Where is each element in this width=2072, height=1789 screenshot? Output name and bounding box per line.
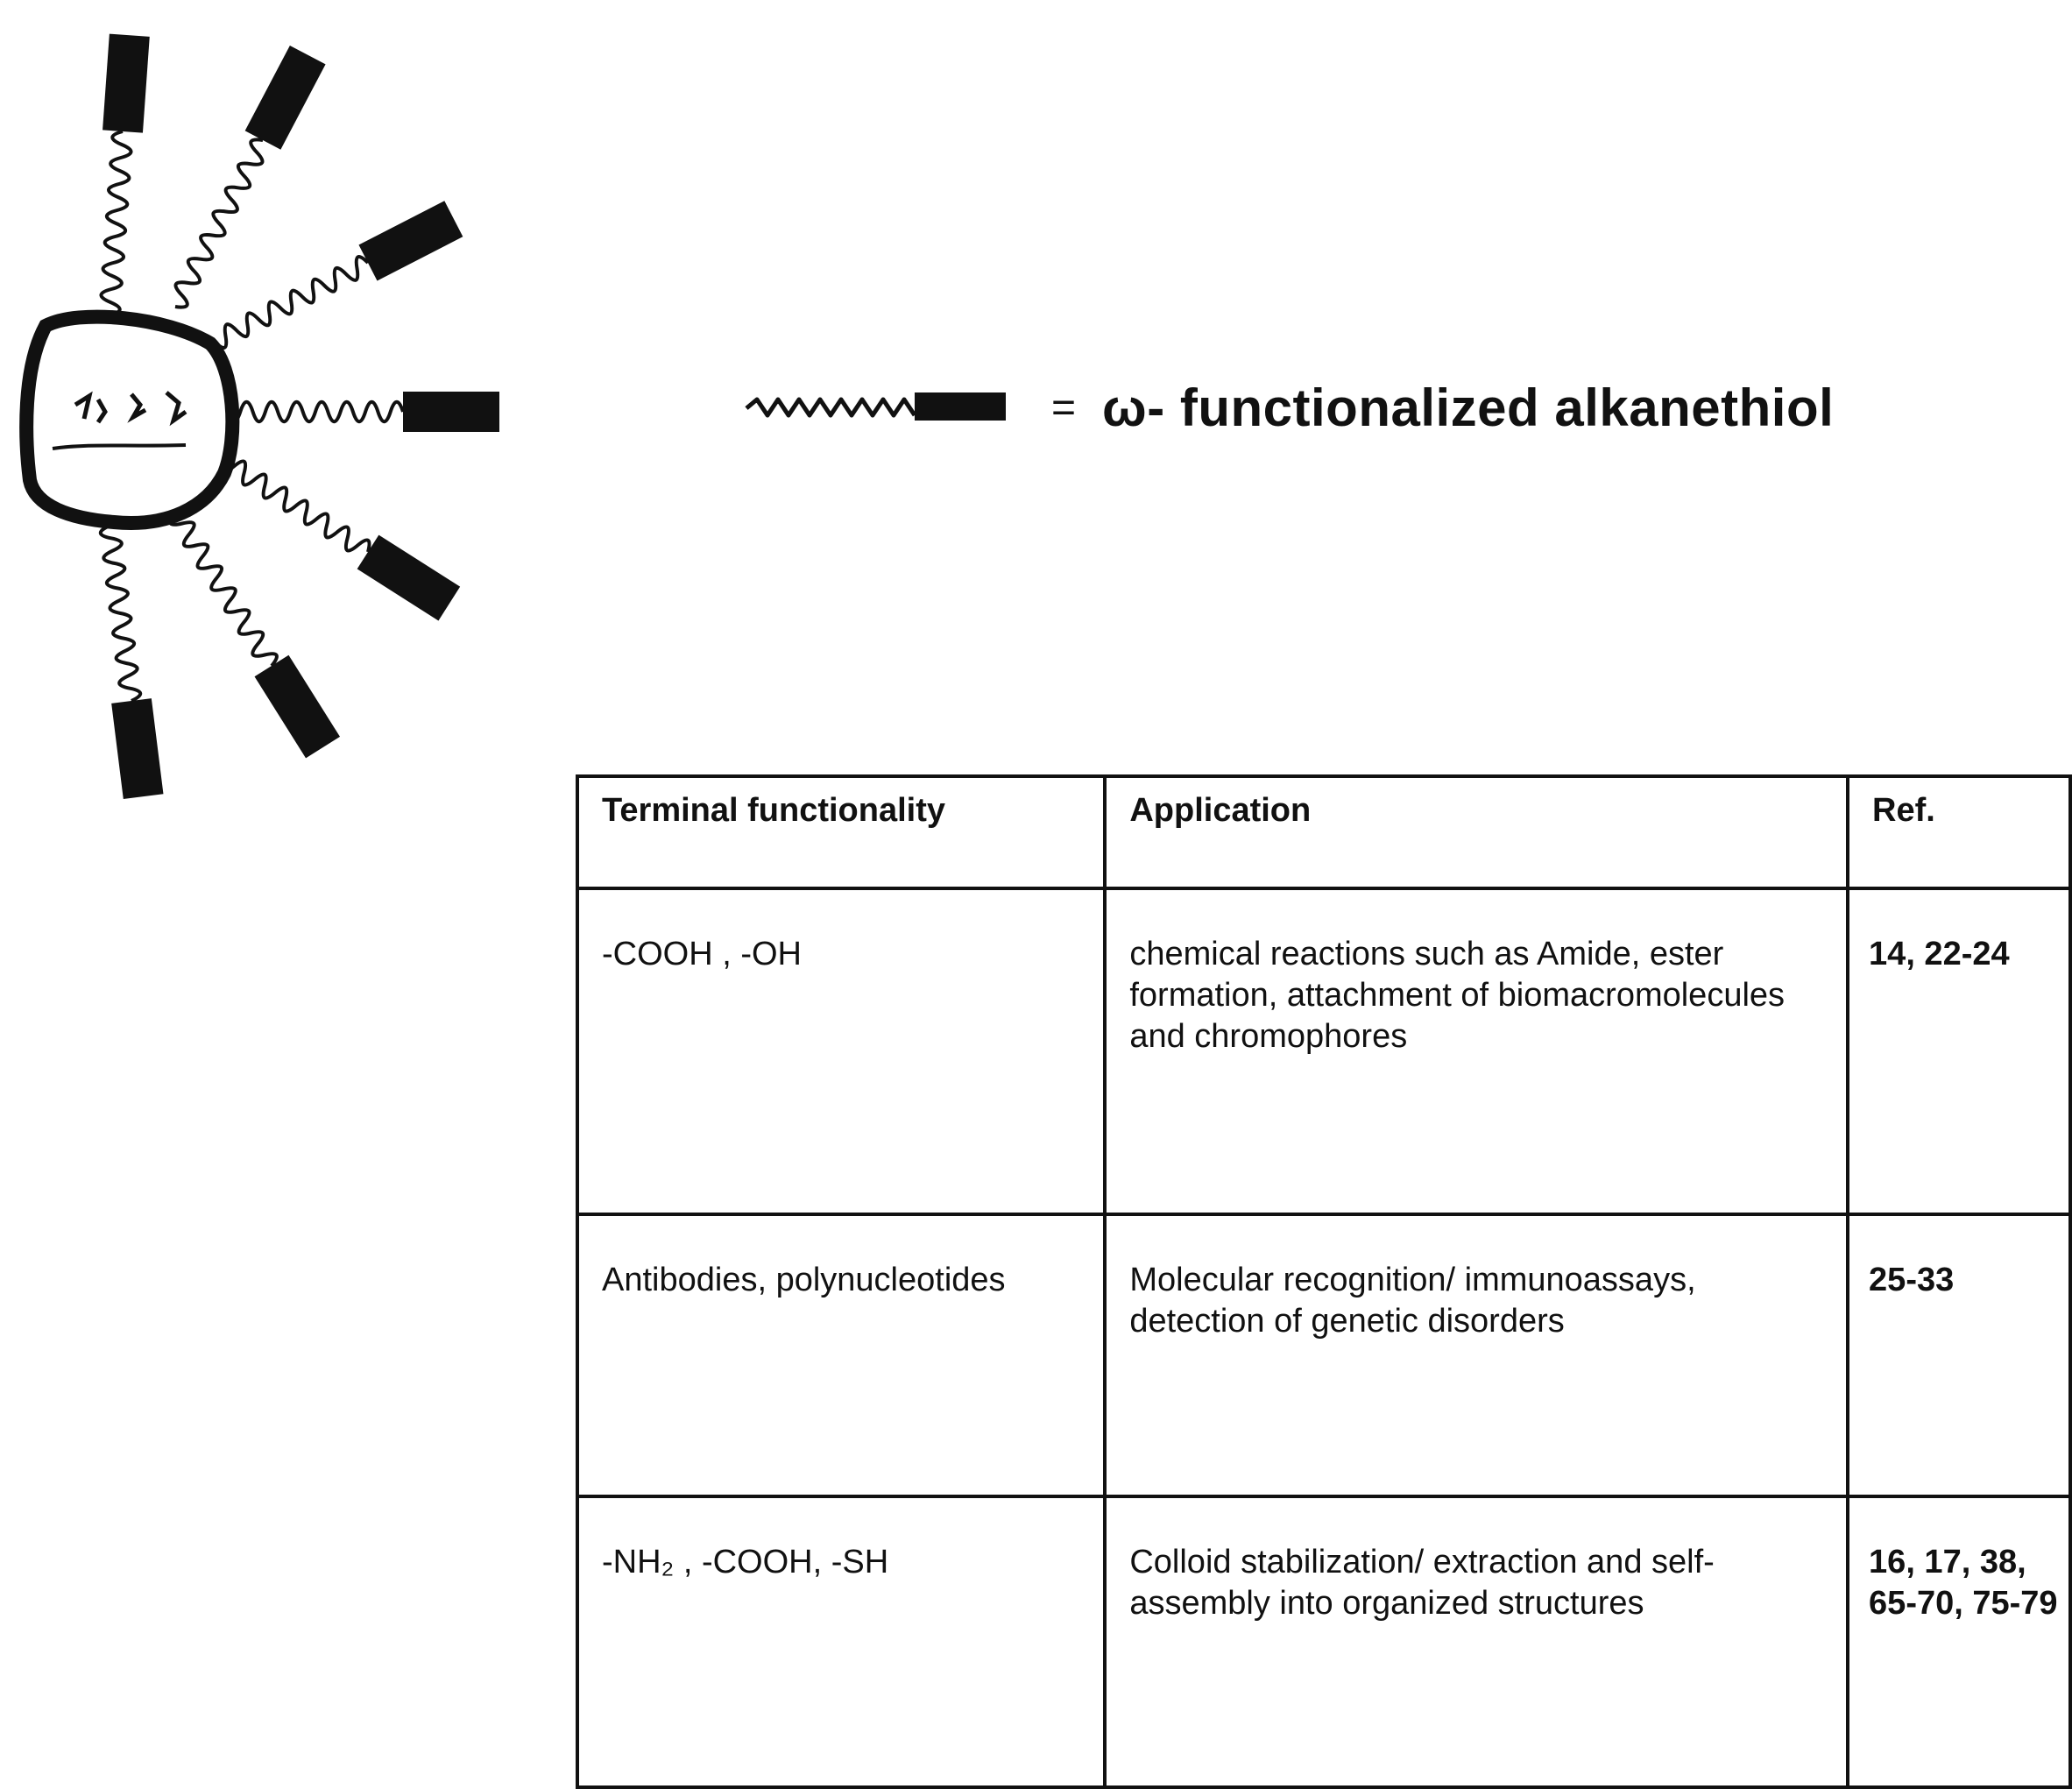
cell-functionality: Antibodies, polynucleotides <box>575 1213 1107 1498</box>
cell-ref: 16, 17, 38, 65-70, 75-79 <box>1846 1495 2072 1789</box>
ligand-group <box>98 33 499 800</box>
cell-application: Colloid stabilization/ extraction and se… <box>1103 1495 1850 1789</box>
ligand-chain <box>98 524 143 703</box>
core-inner-scribble-line <box>52 443 187 450</box>
ligand-head <box>244 45 326 150</box>
header-application: Application <box>1103 774 1850 890</box>
table-row: Antibodies, polynucleotides Molecular re… <box>575 1213 2072 1498</box>
table-row: -NH₂ , -COOH, -SH Colloid stabilization/… <box>575 1495 2072 1789</box>
cell-functionality: -NH₂ , -COOH, -SH <box>575 1495 1107 1789</box>
functionality-table-container: Terminal functionality Application Ref. … <box>575 774 2072 1789</box>
ligand-chain <box>99 130 133 317</box>
cell-ref: 25-33 <box>1846 1213 2072 1498</box>
table-row: -COOH , -OH chemical reactions such as A… <box>575 887 2072 1216</box>
ligand-head <box>254 654 341 759</box>
ligand-head <box>103 33 150 133</box>
header-terminal-functionality: Terminal functionality <box>575 774 1107 890</box>
ligand-chain <box>226 400 405 424</box>
cell-ref: 14, 22-24 <box>1846 887 2072 1216</box>
ligand-head <box>357 534 461 621</box>
ligand-chain <box>220 459 371 553</box>
header-ref: Ref. <box>1846 774 2072 890</box>
cell-functionality: -COOH , -OH <box>575 887 1107 1216</box>
ligand-head <box>403 392 499 432</box>
ligand-chain <box>213 255 370 350</box>
alkanethiol-symbol-icon <box>745 392 1006 421</box>
functionality-table: Terminal functionality Application Ref. … <box>575 774 2072 1789</box>
legend-equals-sign: = <box>1051 384 1077 431</box>
cell-application: chemical reactions such as Amide, ester … <box>1103 887 1850 1216</box>
table-header-row: Terminal functionality Application Ref. <box>575 774 2072 890</box>
ligand-head <box>358 201 463 281</box>
diagram-canvas: = ω- functionalized alkanethiol Terminal… <box>19 33 2072 1789</box>
ligand-head <box>111 698 164 800</box>
nanoparticle-diagram <box>19 33 499 800</box>
cell-application: Molecular recognition/ immunoassays, det… <box>1103 1213 1850 1498</box>
legend: = ω- functionalized alkanethiol <box>745 359 1834 456</box>
core-inner-scribble <box>74 391 187 427</box>
ligand-chain <box>173 138 265 309</box>
ligand-chain <box>168 511 279 668</box>
legend-label: ω- functionalized alkanethiol <box>1102 378 1835 437</box>
